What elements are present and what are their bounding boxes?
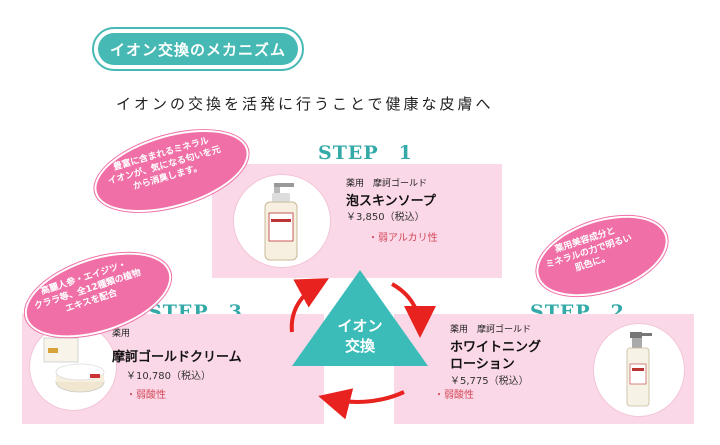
step3-price: ￥10,780（税込） — [126, 371, 211, 382]
step3-product-name: 摩訶ゴールドクリーム — [112, 350, 242, 365]
ion-exchange-label: イオン 交換 — [330, 316, 390, 356]
arrow-step2-to-step3 — [318, 388, 405, 420]
step3-product-image — [30, 324, 116, 410]
step2-property: ・弱酸性 — [434, 390, 474, 401]
ion-exchange-cycle — [289, 270, 436, 420]
step2-product-name-line1: ホワイトニング — [450, 340, 542, 355]
step1-property: ・弱アルカリ性 — [368, 233, 438, 244]
arrow-step3-to-step1 — [289, 278, 330, 333]
ion-exchange-label-line2: 交換 — [344, 337, 375, 355]
spray-bottle-icon — [626, 332, 652, 407]
step2-product-name-line2: ローション — [450, 357, 515, 372]
step2-product-image — [594, 324, 684, 416]
cream-jar-icon — [43, 337, 105, 393]
step2-brand: 薬用 摩訶ゴールド — [450, 325, 532, 335]
foam-soap-bottle-icon — [264, 183, 298, 261]
step1-price: ￥3,850（税込） — [346, 212, 425, 223]
step2-price: ￥5,775（税込） — [450, 376, 529, 387]
step1-product-name: 泡スキンソープ — [346, 194, 436, 209]
step1-label: STEP 1 — [318, 142, 413, 164]
ion-exchange-label-line1: イオン — [337, 317, 383, 335]
step3-property: ・弱酸性 — [126, 390, 166, 401]
step3-brand: 薬用 — [112, 329, 131, 339]
subtitle: イオンの交換を活発に行うことで健康な皮膚へ — [116, 95, 494, 113]
arrow-step1-to-step2 — [390, 282, 436, 338]
ion-exchange-triangle — [292, 270, 428, 366]
step2-panel: 薬用 摩訶ゴールド ホワイトニング ローション ￥5,775（税込） ・弱酸性 — [394, 314, 694, 424]
step1-product-image — [234, 175, 330, 267]
section-title: イオン交換のメカニズム — [98, 33, 298, 65]
step3-panel: 薬用 摩訶ゴールドクリーム ￥10,780（税込） ・弱酸性 — [22, 314, 324, 424]
section-title-pill: イオン交換のメカニズム — [92, 27, 304, 71]
step1-brand: 薬用 摩訶ゴールド — [346, 179, 428, 189]
step1-panel: 薬用 摩訶ゴールド 泡スキンソープ ￥3,850（税込） ・弱アルカリ性 — [212, 164, 502, 278]
